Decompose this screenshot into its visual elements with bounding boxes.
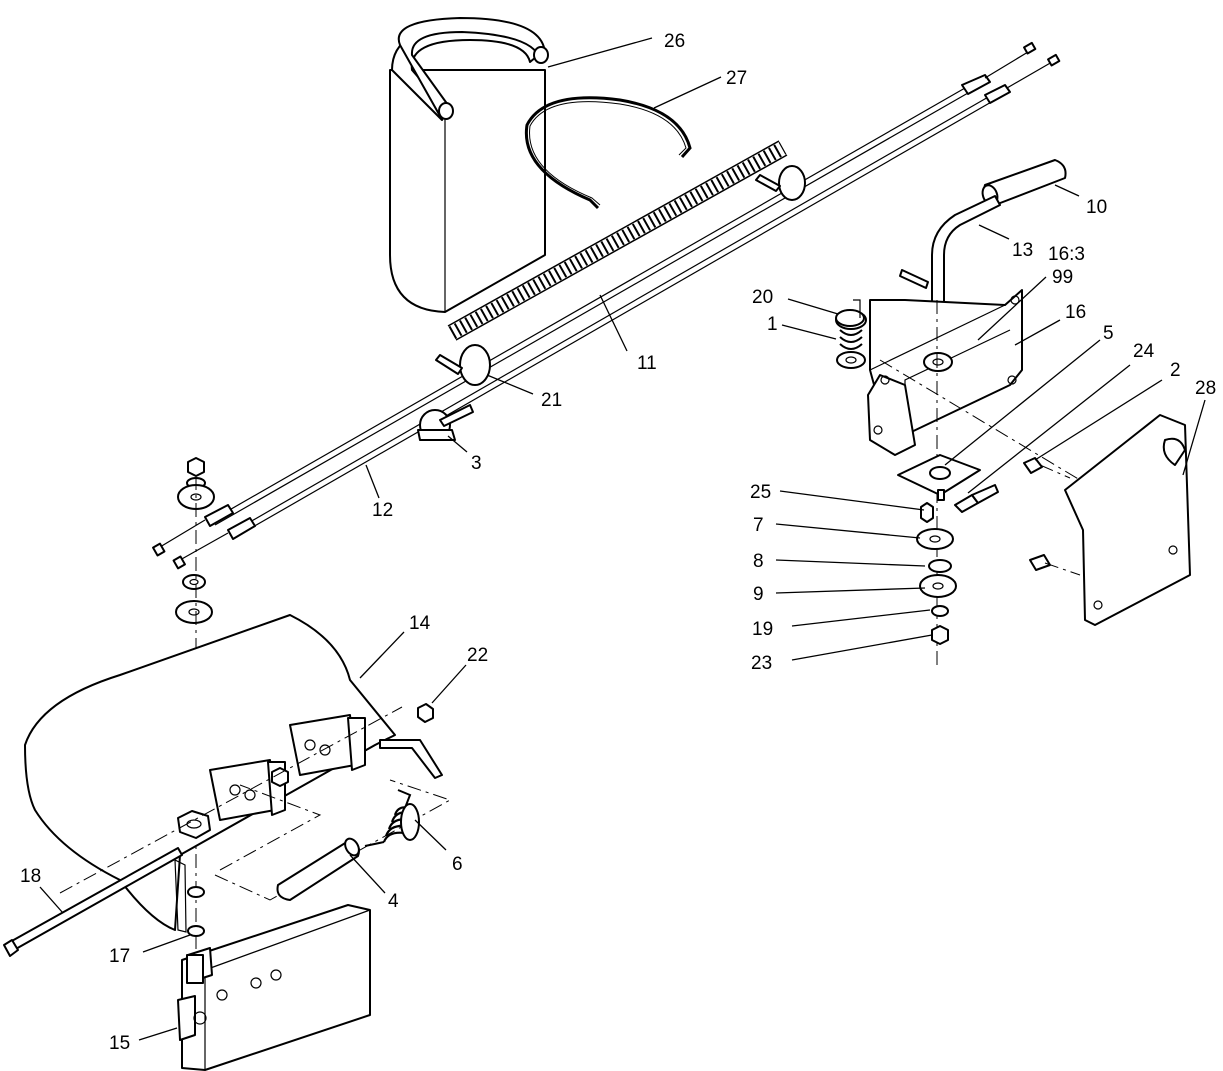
part-4-roller-pin	[276, 837, 360, 901]
callout-2: 2	[1170, 360, 1181, 381]
part-12-control-cables	[152, 41, 1061, 570]
callout-23: 23	[751, 653, 772, 674]
part-20-washer	[835, 299, 865, 327]
callout-7: 7	[753, 515, 764, 536]
callout-5: 5	[1103, 323, 1114, 344]
callout-22: 22	[467, 645, 488, 666]
part-21-cable-clamp	[435, 165, 806, 386]
part-5-plate	[897, 454, 981, 501]
callout-26: 26	[664, 31, 685, 52]
part-11-spring-sleeve	[447, 140, 788, 341]
callout-11: 11	[637, 353, 657, 374]
callout-16b-line2: 99	[1052, 267, 1073, 288]
callout-12: 12	[372, 500, 393, 521]
callout-13: 13	[1012, 240, 1033, 261]
right-pulley-stack	[916, 502, 957, 645]
callout-8: 8	[753, 551, 764, 572]
part-18-long-bolt	[3, 847, 183, 957]
callout-18: 18	[20, 866, 41, 887]
leader-lines	[39, 37, 1206, 1041]
callout-6: 6	[452, 854, 463, 875]
callout-17: 17	[109, 946, 130, 967]
part-17-washers	[187, 886, 205, 937]
callout-10: 10	[1086, 197, 1107, 218]
part-3-cable-clamp	[417, 404, 474, 441]
part-26-deflector-bag	[389, 17, 549, 313]
callout-labels: 26 27 10 13 16:3 99 16 20 1 5 24 2 28 11…	[20, 31, 1216, 1054]
callout-25: 25	[750, 482, 771, 503]
callout-27: 27	[726, 68, 747, 89]
callout-16: 16	[1065, 302, 1086, 323]
callout-20: 20	[752, 287, 773, 308]
callout-16b-line1: 16:3	[1048, 244, 1085, 265]
part-15-deflector-plate	[177, 904, 371, 1071]
part-14-chute-deflector	[24, 614, 452, 933]
part-28-side-plate	[1023, 414, 1191, 626]
callout-4: 4	[388, 891, 399, 912]
callout-3: 3	[471, 453, 482, 474]
part-16-mounting-bracket	[867, 289, 1081, 665]
callout-19: 19	[752, 619, 773, 640]
callout-21: 21	[541, 390, 562, 411]
part-6-torsion-spring	[364, 789, 420, 847]
left-pulley-stack	[175, 457, 215, 960]
callout-9: 9	[753, 584, 764, 605]
part-27-wire-bail	[524, 96, 692, 210]
callout-24: 24	[1133, 341, 1155, 362]
callout-15: 15	[109, 1033, 130, 1054]
callout-14: 14	[409, 613, 431, 634]
callout-28: 28	[1195, 378, 1216, 399]
part-24-pin	[954, 484, 999, 513]
callout-1: 1	[767, 314, 778, 335]
